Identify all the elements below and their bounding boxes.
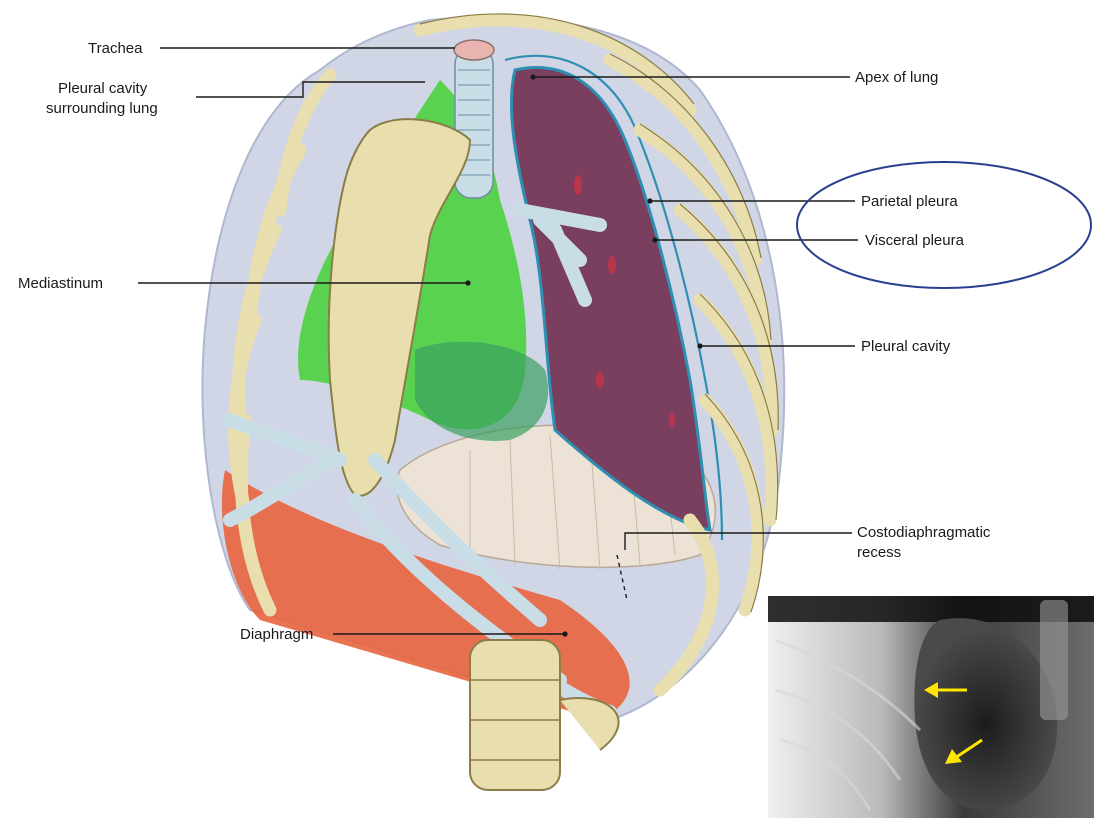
label-costodiaphragmatic-recess-line2: recess	[857, 544, 901, 561]
label-visceral-pleura-text: Visceral pleura	[865, 232, 965, 249]
leader-dot-mediastinum	[465, 280, 470, 285]
xray-inset	[768, 596, 1094, 818]
label-trachea-text: Trachea	[88, 40, 143, 57]
label-parietal-pleura-text: Parietal pleura	[861, 193, 958, 210]
highlight-ellipse	[797, 162, 1091, 288]
leader-dot-visceral	[652, 237, 657, 242]
label-pleural-cavity-surrounding-lung-line1: Pleural cavity	[58, 80, 148, 97]
label-diaphragm-text: Diaphragm	[240, 626, 313, 643]
label-apex-of-lung-text: Apex of lung	[855, 69, 938, 86]
thorax-illustration	[202, 14, 784, 790]
xray-spine	[1040, 600, 1068, 720]
label-mediastinum-text: Mediastinum	[18, 275, 103, 292]
leader-dot-parietal	[647, 198, 652, 203]
leader-dot-apex	[530, 74, 535, 79]
label-pleural-cavity-text: Pleural cavity	[861, 338, 951, 355]
leader-dot-diaphragm	[562, 631, 567, 636]
label-costodiaphragmatic-recess-line1: Costodiaphragmatic	[857, 524, 991, 541]
leader-dot-pleural-cavity	[697, 343, 702, 348]
label-pleural-cavity-surrounding-lung-line2: surrounding lung	[46, 100, 158, 117]
